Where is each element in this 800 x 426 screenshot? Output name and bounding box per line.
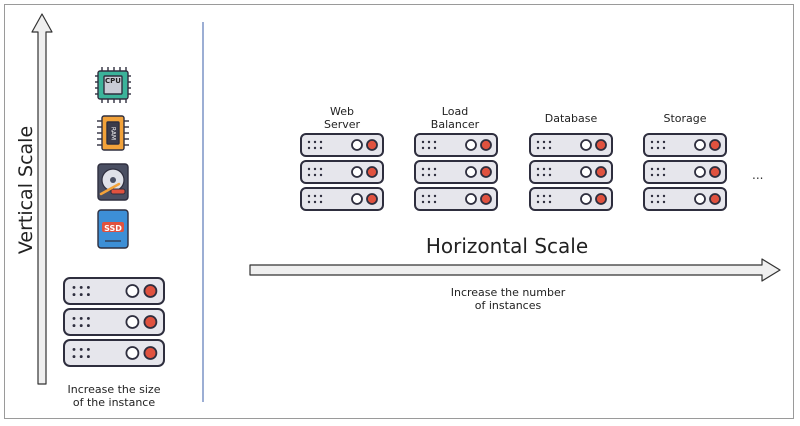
- server-unit: [529, 133, 613, 157]
- ram-label: RAM: [109, 126, 117, 141]
- server-rack-load-balancer: [414, 133, 498, 211]
- cpu-label: CPU: [105, 77, 121, 85]
- server-unit: [300, 160, 384, 184]
- server-unit: [300, 187, 384, 211]
- server-unit: [414, 187, 498, 211]
- server-unit: [643, 133, 727, 157]
- server-label-storage: Storage: [663, 112, 707, 125]
- hard-drive-icon: [97, 163, 129, 201]
- server-unit: [300, 133, 384, 157]
- server-label-database: Database: [544, 112, 598, 125]
- server-rack-web: [300, 133, 384, 211]
- large-server-rack: [63, 277, 165, 367]
- server-unit: [643, 160, 727, 184]
- server-unit: [643, 187, 727, 211]
- ssd-label: SSD: [104, 224, 122, 233]
- server-unit: [63, 277, 165, 305]
- ssd-icon: [97, 209, 129, 249]
- section-divider: [202, 22, 204, 402]
- server-unit: [529, 160, 613, 184]
- server-rack-storage: [643, 133, 727, 211]
- server-rack-database: [529, 133, 613, 211]
- server-unit: [414, 133, 498, 157]
- horizontal-scale-title: Horizontal Scale: [425, 234, 589, 258]
- server-unit: [63, 339, 165, 367]
- ram-icon: [97, 115, 129, 151]
- server-unit: [529, 187, 613, 211]
- vertical-scale-title: Vertical Scale: [15, 125, 37, 255]
- cpu-icon: [95, 67, 131, 103]
- more-servers-ellipsis: ...: [752, 168, 764, 182]
- vertical-arrow: [31, 13, 53, 385]
- server-unit: [63, 308, 165, 336]
- horizontal-arrow: [249, 258, 781, 282]
- diagram-frame: [4, 4, 794, 419]
- server-unit: [414, 160, 498, 184]
